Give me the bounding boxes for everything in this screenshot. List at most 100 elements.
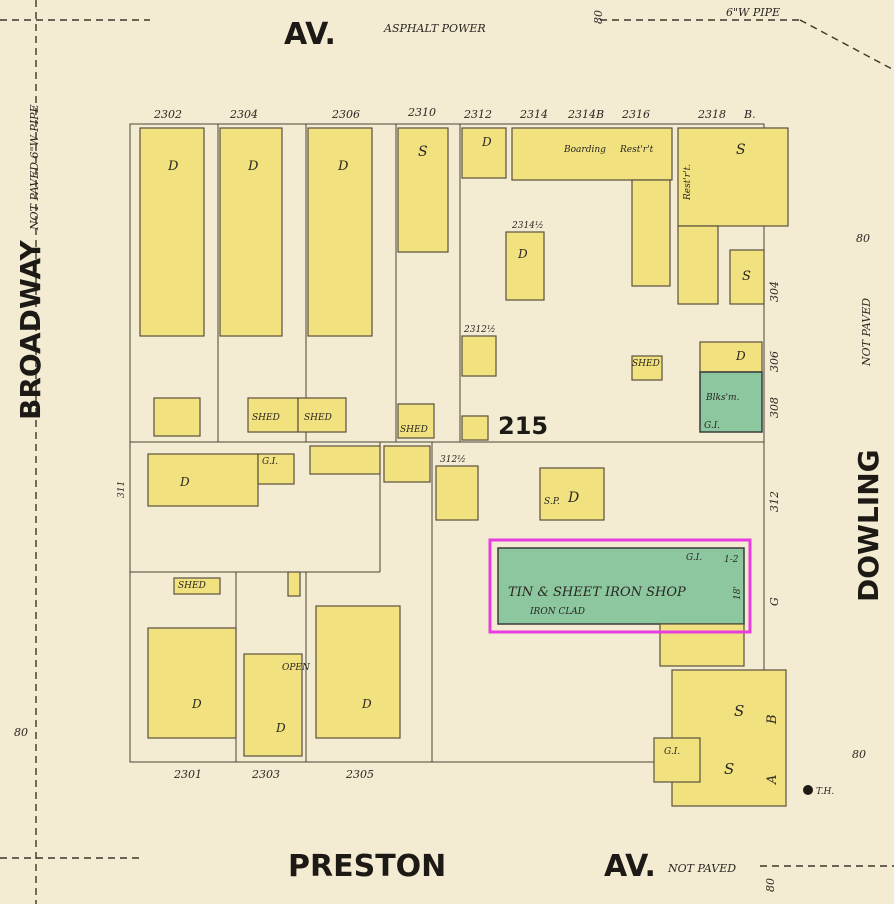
svg-text:312: 312 xyxy=(768,491,781,512)
shop-name: TIN & SHEET IRON SHOP xyxy=(508,585,686,600)
street-right: DOWLING xyxy=(852,449,885,602)
svg-text:2314B: 2314B xyxy=(567,108,604,121)
svg-text:Rest'r't.: Rest'r't. xyxy=(683,164,693,201)
svg-text:SHED: SHED xyxy=(400,425,428,435)
bldg-2301 xyxy=(147,627,237,739)
svg-text:80: 80 xyxy=(14,726,28,739)
street-top-note: ASPHALT POWER xyxy=(383,22,486,35)
bldg-2316-rear xyxy=(631,179,671,287)
svg-text:80: 80 xyxy=(764,878,777,892)
bldg-304 xyxy=(729,249,765,305)
label-th: T.H. xyxy=(816,787,834,797)
svg-text:D: D xyxy=(179,475,190,489)
pipe-note-top-right: 6"W PIPE xyxy=(726,6,780,19)
svg-text:2318: 2318 xyxy=(697,108,726,121)
label-restrt: Rest'r't xyxy=(619,145,654,155)
svg-text:312½: 312½ xyxy=(440,454,466,465)
street-edge-corner xyxy=(799,19,894,71)
label-blksm: Blks'm. xyxy=(705,393,740,403)
svg-text:S: S xyxy=(736,142,746,158)
svg-text:2305: 2305 xyxy=(345,768,374,781)
svg-text:S: S xyxy=(742,269,751,284)
bldg-small-215 xyxy=(461,415,489,441)
shed-3 xyxy=(397,403,435,439)
bldg-2314-2316 xyxy=(511,127,673,181)
svg-text:2314½: 2314½ xyxy=(511,220,544,231)
hydrant-icon xyxy=(803,785,813,795)
svg-text:D: D xyxy=(275,721,286,735)
street-bottom-av: AV. xyxy=(604,849,656,884)
svg-text:D: D xyxy=(567,490,579,506)
svg-text:1-2: 1-2 xyxy=(724,555,739,565)
bldg-2310 xyxy=(397,127,449,253)
highlight-box xyxy=(488,538,752,634)
svg-text:2304: 2304 xyxy=(229,108,258,121)
svg-text:D: D xyxy=(191,697,202,711)
bldg-2314-half xyxy=(505,231,545,301)
block-outline xyxy=(129,123,765,763)
svg-text:18': 18' xyxy=(733,586,743,600)
svg-text:D: D xyxy=(247,159,259,174)
bldg-2305 xyxy=(315,605,401,739)
svg-text:80: 80 xyxy=(856,232,870,245)
bldg-312 xyxy=(539,467,605,521)
svg-text:SHED: SHED xyxy=(252,413,280,423)
street-bottom: PRESTON xyxy=(288,849,446,884)
bldg-2312 xyxy=(461,127,507,179)
svg-text:311: 311 xyxy=(117,481,127,498)
svg-text:D: D xyxy=(337,159,349,174)
street-bottom-note: NOT PAVED xyxy=(667,862,736,875)
street-right-note: NOT PAVED xyxy=(860,298,873,367)
bldg-306 xyxy=(699,341,763,373)
svg-text:2314: 2314 xyxy=(519,108,548,121)
svg-text:2312½: 2312½ xyxy=(463,324,496,335)
svg-text:2301: 2301 xyxy=(173,768,202,781)
svg-text:D: D xyxy=(361,697,372,711)
svg-text:OPEN: OPEN xyxy=(282,663,311,673)
svg-text:D: D xyxy=(481,135,492,149)
svg-text:B: B xyxy=(765,714,780,725)
svg-text:SHED: SHED xyxy=(304,413,332,423)
svg-text:80: 80 xyxy=(592,10,605,24)
shop-note: IRON CLAD xyxy=(529,607,585,617)
svg-text:2312: 2312 xyxy=(463,108,492,121)
svg-text:G: G xyxy=(768,597,781,606)
shed-right xyxy=(631,355,663,381)
bldg-312-half xyxy=(435,465,479,521)
shed-2 xyxy=(297,397,347,433)
bldg-tin-shop xyxy=(497,547,745,625)
block-number: 215 xyxy=(498,412,548,440)
bldg-blksm xyxy=(699,371,763,433)
svg-text:2306: 2306 xyxy=(331,108,360,121)
svg-text:B.: B. xyxy=(743,108,756,121)
shed-bottom xyxy=(173,577,221,595)
bldg-2312-half xyxy=(461,335,497,377)
svg-text:2316: 2316 xyxy=(621,108,650,121)
svg-text:2303: 2303 xyxy=(251,768,280,781)
bldg-2306 xyxy=(307,127,373,337)
svg-text:308: 308 xyxy=(768,397,781,418)
svg-text:SHED: SHED xyxy=(178,581,206,591)
svg-text:G.I.: G.I. xyxy=(686,553,702,563)
svg-text:A: A xyxy=(765,775,780,785)
svg-text:S.P.: S.P. xyxy=(544,497,560,507)
bldg-2304 xyxy=(219,127,283,337)
bldg-restrt xyxy=(677,225,719,305)
svg-text:D: D xyxy=(167,159,179,174)
bldg-2303 xyxy=(243,653,303,757)
open-lot-1 xyxy=(153,397,201,437)
svg-text:G.I.: G.I. xyxy=(262,457,278,467)
svg-text:S: S xyxy=(734,702,744,720)
svg-text:D: D xyxy=(735,349,746,363)
svg-text:2302: 2302 xyxy=(153,108,182,121)
svg-text:D: D xyxy=(517,247,528,261)
svg-text:S: S xyxy=(724,760,734,778)
label-boarding: Boarding xyxy=(563,145,606,155)
bldg-2318 xyxy=(677,127,789,227)
bldg-2302 xyxy=(139,127,205,337)
street-top: AV. xyxy=(284,17,336,52)
svg-text:2310: 2310 xyxy=(407,106,436,119)
svg-text:80: 80 xyxy=(852,748,866,761)
